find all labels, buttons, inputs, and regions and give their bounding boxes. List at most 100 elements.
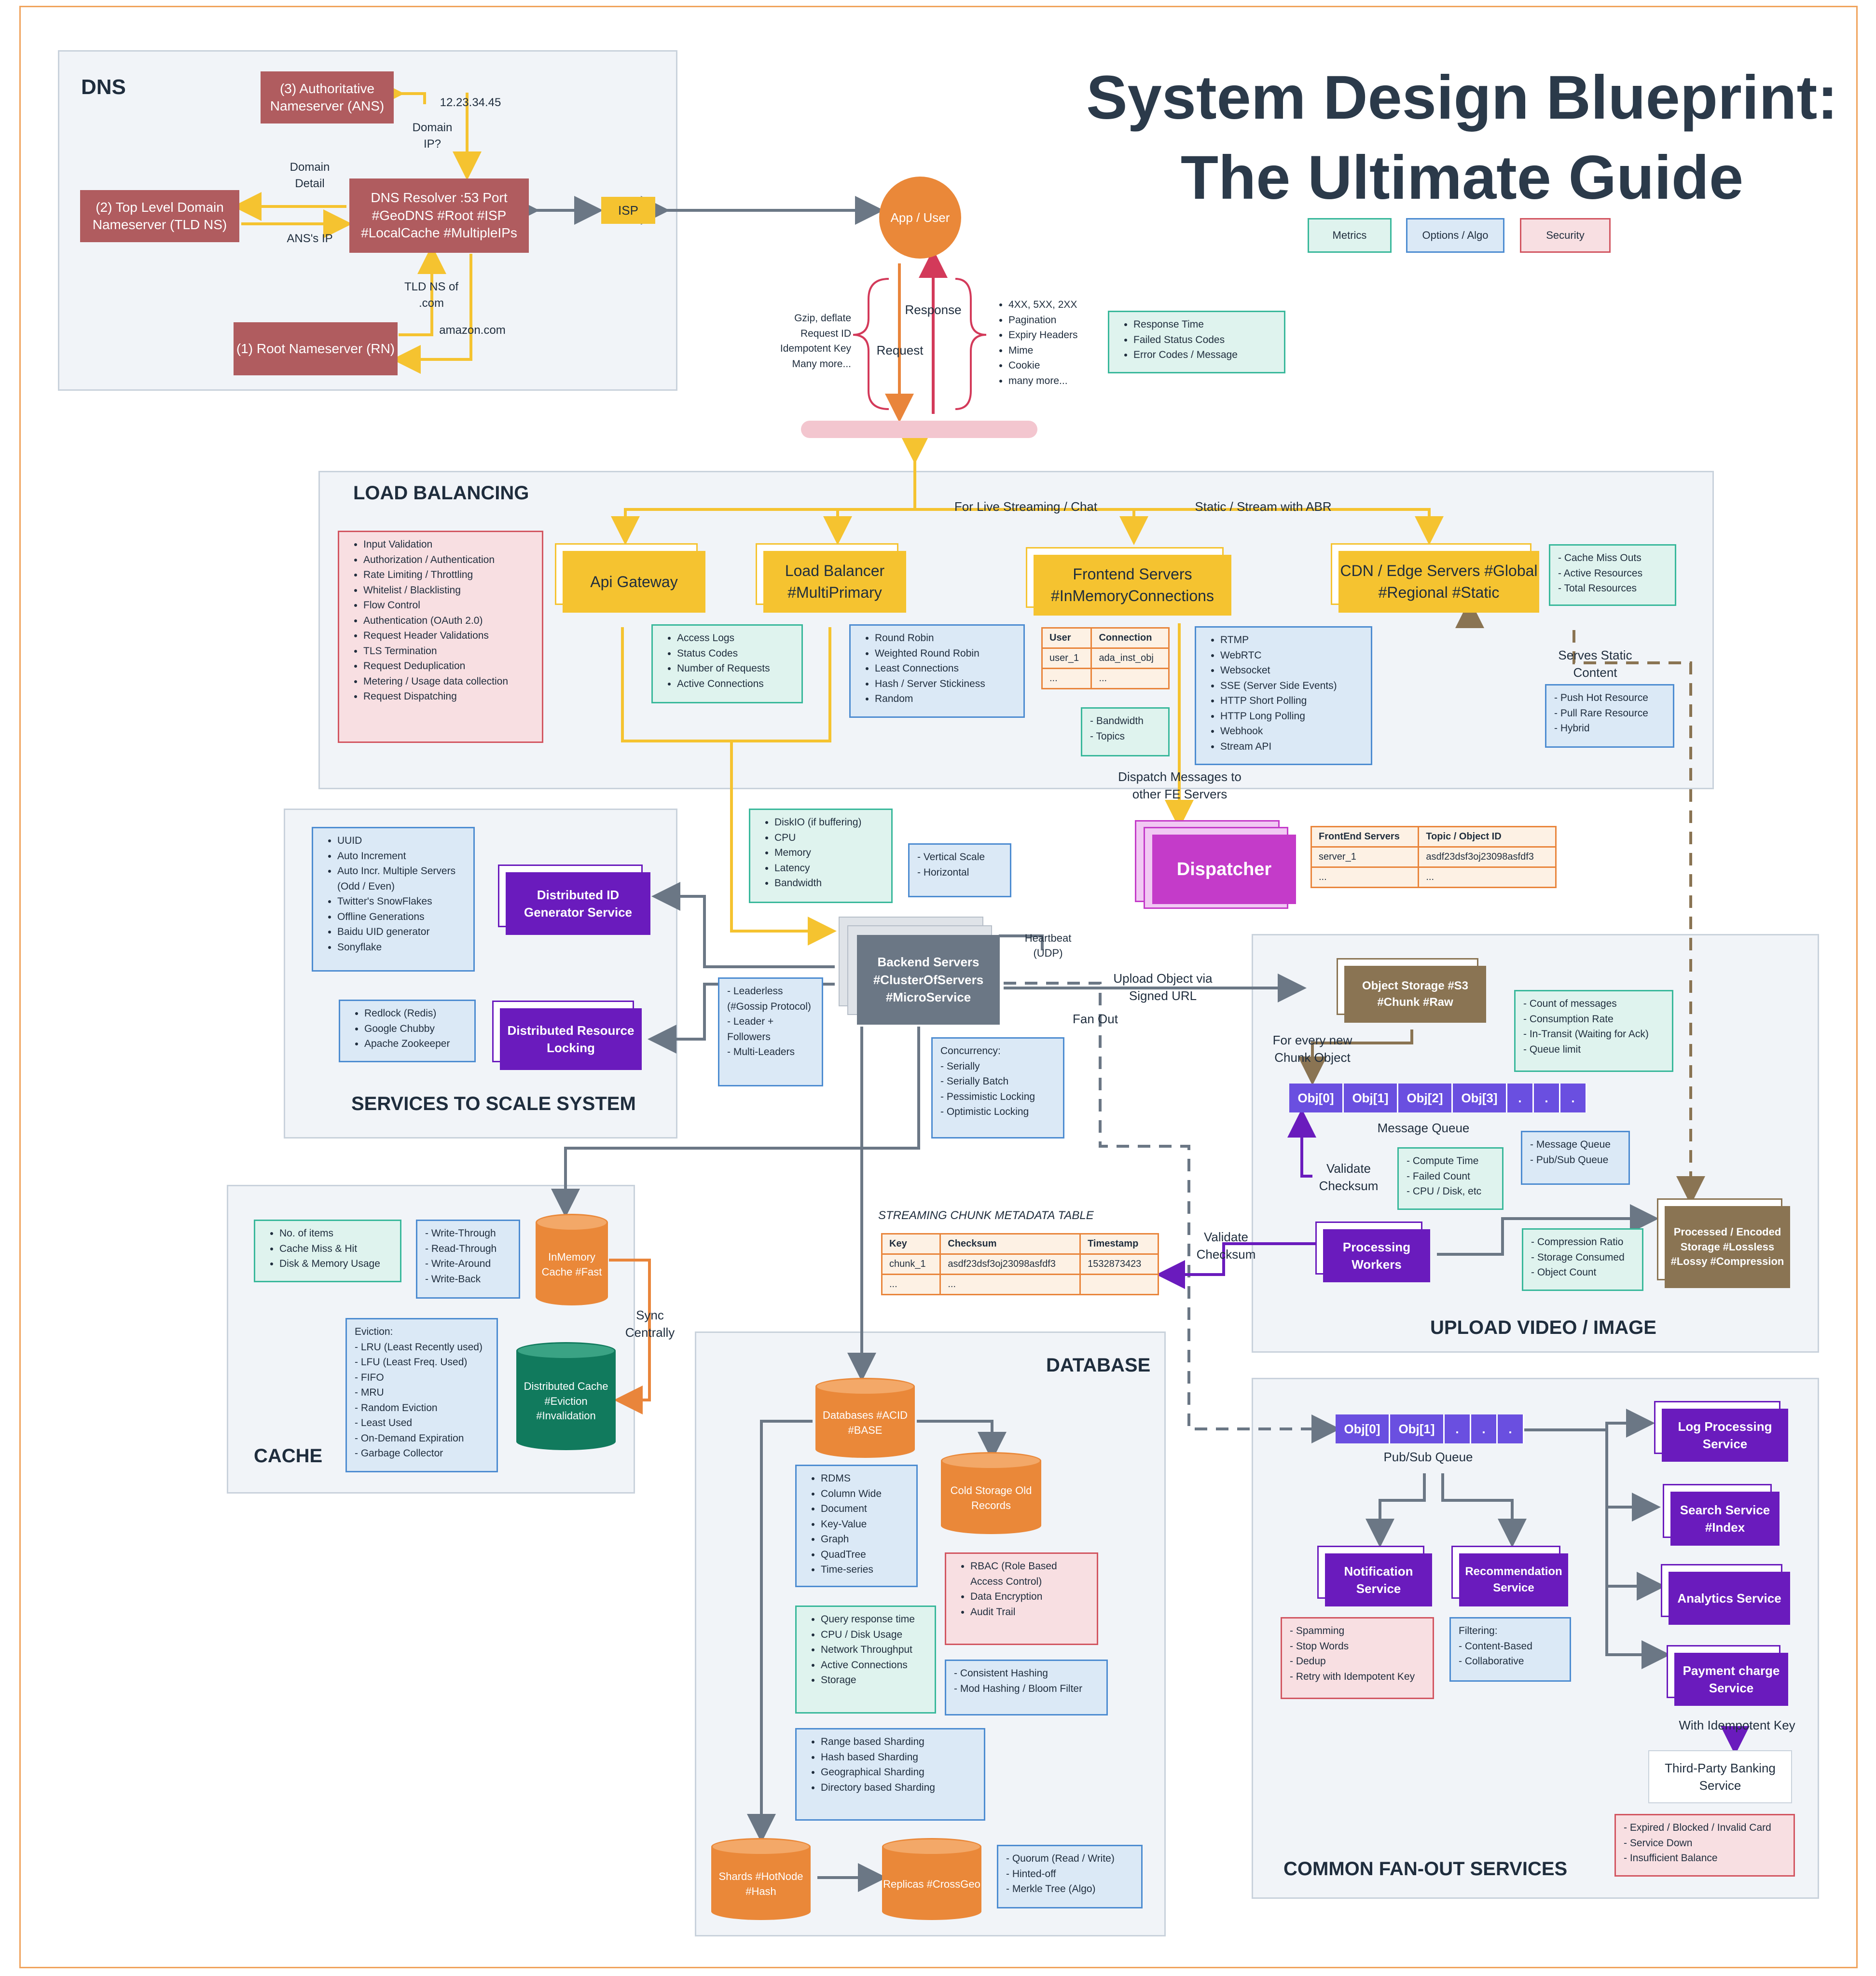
metric-item: - Total Resources [1558, 583, 1637, 594]
queue-cell: . [1498, 1414, 1524, 1443]
queue-cell: Obj[1] [1344, 1084, 1398, 1112]
tld-ns-label: TLD NS of .com [404, 280, 459, 310]
log-processing-service: Log Processing Service [1662, 1409, 1788, 1462]
database-title: DATABASE [1046, 1355, 1151, 1376]
option-item: - Serially Batch [940, 1076, 1009, 1087]
cache-write-policies: - Write-Through - Read-Through - Write-A… [416, 1220, 520, 1299]
metric-item: Memory [774, 845, 883, 861]
validate-checksum-label-2: Validate Checksum [1196, 1230, 1256, 1262]
queue-cell: Obj[0] [1289, 1084, 1344, 1112]
db-type-item: Key-Value [821, 1517, 909, 1532]
table-header: Key [881, 1233, 941, 1255]
metric-item: - Active Resources [1558, 567, 1643, 579]
option-item: Sonyflake [337, 940, 466, 955]
static-stream-label: Static / Stream with ABR [1195, 499, 1332, 514]
sharding-options: Range based Sharding Hash based Sharding… [795, 1728, 985, 1821]
table-cell: ... [1041, 668, 1092, 689]
pubsub-label: Pub/Sub Queue [1383, 1450, 1473, 1464]
every-chunk-label: For every new Chunk Object [1272, 1033, 1352, 1065]
cylinder-label: Cold Storage Old Records [950, 1484, 1032, 1511]
search-service: Search Service #Index [1670, 1492, 1779, 1546]
page-frame [19, 6, 1858, 1968]
authoritative-nameserver: (3) Authoritative Nameserver (ANS) [261, 71, 394, 124]
option-item: - LFU (Least Freq. Used) [355, 1357, 468, 1368]
security-item: Flow Control [363, 598, 534, 613]
lb-algorithms: Round Robin Weighted Round Robin Least C… [849, 624, 1025, 718]
table-cell: chunk_1 [881, 1253, 941, 1275]
algo-item: Hash / Server Stickiness [875, 676, 1016, 692]
option-item: - Merkle Tree (Algo) [1006, 1883, 1096, 1894]
table-cell: ... [939, 1274, 1081, 1295]
cylinder-bottom [941, 1517, 1041, 1534]
distributed-resource-locking: Distributed Resource Locking [500, 1008, 642, 1070]
option-item: - Hinted-off [1006, 1868, 1056, 1880]
option-item: - Message Queue [1530, 1139, 1611, 1150]
resp-item: Cookie [1008, 358, 1097, 373]
title-line-1: System Design Blueprint: [1086, 63, 1838, 132]
option-item: - Spamming [1290, 1625, 1345, 1636]
db-type-item: QuadTree [821, 1547, 909, 1563]
metric-item: - Compute Time [1407, 1155, 1479, 1166]
message-queue-label: Message Queue [1377, 1121, 1470, 1135]
metric-item: Storage [821, 1673, 927, 1688]
pubsub-queue: Obj[0] Obj[1] . . . [1336, 1414, 1524, 1443]
option-item: - Push Hot Resource [1554, 692, 1648, 703]
cache-title: CACHE [254, 1445, 323, 1467]
option-item: Range based Sharding [821, 1734, 976, 1750]
option-item: - Insufficient Balance [1624, 1852, 1718, 1864]
db-type-item: Time-series [821, 1562, 909, 1578]
table-cell: asdf23dsf3oj23098asfdf3 [939, 1253, 1081, 1275]
option-item: - Multi-Leaders [727, 1046, 795, 1057]
table-header: Checksum [939, 1233, 1081, 1255]
option-item: - Dedup [1290, 1656, 1326, 1667]
object-storage: Object Storage #S3 #Chunk #Raw [1344, 966, 1486, 1023]
security-item: Rate Limiting / Throttling [363, 567, 534, 583]
db-security: RBAC (Role Based Access Control) Data En… [945, 1552, 1098, 1645]
option-item: - Pub/Sub Queue [1530, 1154, 1609, 1166]
dispatcher: Dispatcher [1152, 835, 1296, 904]
option-item: - Content-Based [1459, 1640, 1532, 1652]
cylinder-bottom [516, 1433, 616, 1450]
option-item: - Expired / Blocked / Invalid Card [1624, 1822, 1771, 1833]
metric-item: Failed Status Codes [1133, 332, 1276, 348]
security-item: Data Encryption [970, 1589, 1089, 1605]
dns-resolver: DNS Resolver :53 Port #GeoDNS #Root #ISP… [349, 178, 529, 253]
protocols-list: RTMP WebRTC Websocket SSE (Server Side E… [1195, 626, 1372, 765]
cylinder-body [941, 1461, 1041, 1525]
option-item: Baidu UID generator [337, 924, 466, 940]
response-metrics: Response Time Failed Status Codes Error … [1108, 311, 1285, 373]
api-gateway: Api Gateway [563, 551, 705, 613]
cylinder-bottom [711, 1903, 811, 1920]
option-item: Offline Generations [337, 909, 466, 925]
cylinder-bottom [882, 1903, 981, 1920]
cylinder-body [815, 1386, 915, 1449]
cylinder-body [536, 1222, 608, 1297]
resp-item: Pagination [1008, 313, 1097, 328]
option-item: - LRU (Least Recently used) [355, 1341, 483, 1353]
metric-item: Active Connections [677, 676, 794, 692]
option-item: - Read-Through [425, 1243, 497, 1254]
resp-item: Expiry Headers [1008, 328, 1097, 343]
frontend-servers: Frontend Servers #InMemoryConnections [1034, 555, 1231, 616]
request-headers-list: Gzip, deflate Request ID Idempotent Key … [719, 306, 859, 376]
api-gateway-metrics: Access Logs Status Codes Number of Reque… [651, 624, 803, 703]
metric-item: Latency [774, 861, 883, 876]
metric-item: Response Time [1133, 317, 1276, 332]
lb-title: LOAD BALANCING [353, 482, 529, 504]
req-item: Many more... [792, 358, 851, 370]
metric-item: Access Logs [677, 631, 794, 646]
option-item: Eviction: [355, 1326, 393, 1337]
processed-storage: Processed / Encoded Storage #Lossless #L… [1665, 1206, 1790, 1288]
table-cell: 1532873423 [1079, 1253, 1159, 1275]
cylinder-top [815, 1378, 915, 1395]
option-item: - Mod Hashing / Bloom Filter [954, 1683, 1083, 1694]
option-item: - Stop Words [1290, 1640, 1349, 1652]
cdn-metrics: - Cache Miss Outs - Active Resources - T… [1549, 544, 1676, 606]
db-hashing: - Consistent Hashing - Mod Hashing / Blo… [945, 1660, 1108, 1715]
cylinder-body [882, 1847, 981, 1911]
dns-title: DNS [81, 75, 126, 99]
option-item: - Write-Through [425, 1228, 496, 1239]
option-item: - Consistent Hashing [954, 1668, 1048, 1679]
cold-storage: Cold Storage Old Records [941, 1452, 1041, 1534]
